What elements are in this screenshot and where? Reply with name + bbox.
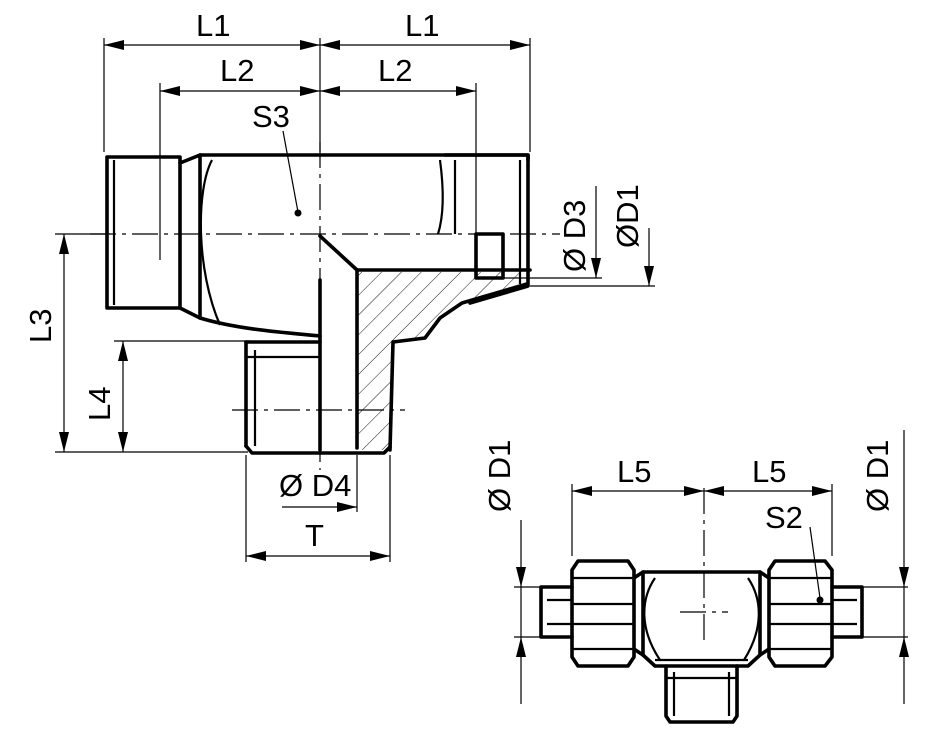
label-l1-left: L1 bbox=[196, 8, 230, 43]
label-l3: L3 bbox=[23, 309, 58, 343]
label-d3: Ø D3 bbox=[557, 200, 592, 272]
dimension-arrows-main bbox=[59, 40, 654, 561]
label-d4: Ø D4 bbox=[279, 468, 351, 503]
labels-main: L1 L1 L2 L2 S3 Ø D3 ØD1 L3 L4 Ø D4 T bbox=[23, 8, 645, 553]
label-d1-right: Ø D1 bbox=[860, 440, 895, 512]
label-d1-left: Ø D1 bbox=[482, 440, 517, 512]
left-union-nut bbox=[570, 559, 645, 668]
s2-leader-dot bbox=[816, 596, 824, 604]
centerlines-main bbox=[90, 142, 560, 470]
right-union-nut bbox=[758, 559, 834, 668]
dimension-lines-main bbox=[55, 38, 655, 562]
labels-secondary: L5 L5 S2 Ø D1 Ø D1 bbox=[482, 440, 895, 535]
label-l2-right: L2 bbox=[378, 53, 412, 88]
label-l5-right: L5 bbox=[752, 454, 786, 489]
label-l1-right: L1 bbox=[405, 8, 439, 43]
label-l5-left: L5 bbox=[617, 454, 651, 489]
label-t: T bbox=[305, 518, 324, 553]
tube-ends bbox=[539, 585, 864, 639]
dimension-arrows-secondary bbox=[516, 486, 909, 657]
lower-stub-secondary bbox=[664, 664, 739, 724]
label-l4: L4 bbox=[82, 387, 117, 421]
label-s3: S3 bbox=[252, 99, 290, 134]
label-s2: S2 bbox=[765, 500, 803, 535]
secondary-view bbox=[539, 488, 864, 724]
left-threaded-end bbox=[105, 153, 202, 320]
center-body-secondary bbox=[641, 570, 762, 668]
s3-leader-dot bbox=[294, 209, 302, 217]
label-d1-main: ØD1 bbox=[610, 184, 645, 248]
label-l2-left: L2 bbox=[220, 53, 254, 88]
